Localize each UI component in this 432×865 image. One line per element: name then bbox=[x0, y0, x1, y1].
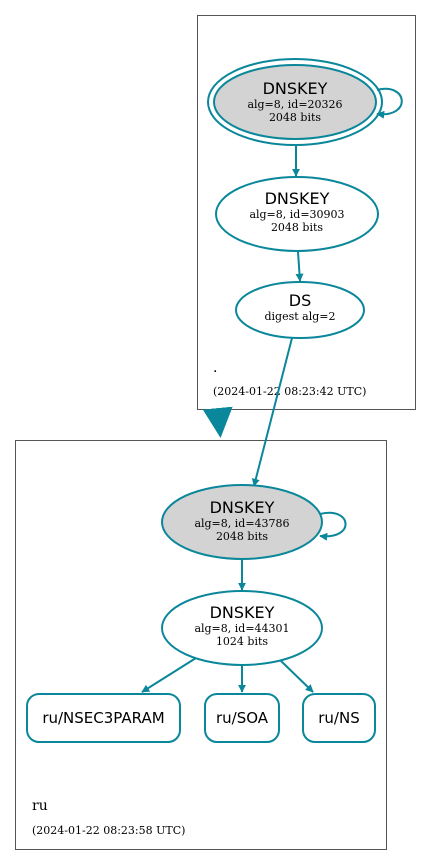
node-root-zsk-shape bbox=[215, 176, 379, 252]
edge-ru-zsk-to-ns bbox=[279, 659, 314, 693]
node-root-ds[interactable]: DS digest alg=2 bbox=[235, 281, 365, 339]
delegation-arrow bbox=[202, 406, 233, 438]
record-ns[interactable]: ru/NS bbox=[302, 693, 376, 743]
node-root-ksk[interactable]: DNSKEY alg=8, id=20326 2048 bits bbox=[207, 58, 383, 146]
zone-root-timestamp: (2024-01-22 08:23:42 UTC) bbox=[213, 385, 366, 398]
record-soa-shape bbox=[204, 693, 280, 743]
node-ru-ksk-shape bbox=[161, 484, 323, 560]
record-soa[interactable]: ru/SOA bbox=[204, 693, 280, 743]
node-root-zsk-size: 2048 bits bbox=[271, 221, 323, 234]
record-ns-label: ru/NS bbox=[318, 709, 359, 727]
zone-ru-border bbox=[15, 440, 387, 850]
node-root-zsk-params: alg=8, id=30903 bbox=[249, 208, 344, 221]
record-nsec3param[interactable]: ru/NSEC3PARAM bbox=[26, 693, 181, 743]
zone-root-name: . bbox=[213, 360, 217, 376]
node-root-ksk-size: 2048 bits bbox=[269, 111, 321, 124]
node-root-ksk-shape bbox=[213, 64, 377, 140]
node-ru-zsk[interactable]: DNSKEY alg=8, id=44301 1024 bits bbox=[161, 590, 323, 666]
node-root-ksk-params: alg=8, id=20326 bbox=[247, 98, 342, 111]
node-root-ksk-outer-ring bbox=[207, 58, 383, 146]
node-ru-zsk-params: alg=8, id=44301 bbox=[194, 622, 289, 635]
node-root-zsk[interactable]: DNSKEY alg=8, id=30903 2048 bits bbox=[215, 176, 379, 252]
node-ru-zsk-shape bbox=[161, 590, 323, 666]
edge-ru-ksk-self-loop bbox=[319, 511, 347, 541]
edges bbox=[141, 87, 403, 693]
node-root-zsk-title: DNSKEY bbox=[265, 189, 330, 208]
edge-ru-zsk-to-nsec3param bbox=[141, 657, 197, 693]
edge-root-ds-to-ru-ksk bbox=[251, 337, 293, 487]
zone-ru: ru (2024-01-22 08:23:58 UTC) bbox=[15, 440, 387, 850]
zone-root-border bbox=[197, 15, 416, 410]
node-ru-ksk-size: 2048 bits bbox=[216, 530, 268, 543]
node-root-ds-shape bbox=[235, 281, 365, 339]
zone-root: . (2024-01-22 08:23:42 UTC) bbox=[197, 15, 416, 410]
node-root-ksk-title: DNSKEY bbox=[263, 79, 328, 98]
node-root-ds-digest: digest alg=2 bbox=[264, 310, 335, 323]
record-nsec3param-shape bbox=[26, 693, 181, 743]
node-ru-ksk-title: DNSKEY bbox=[210, 498, 275, 517]
record-soa-label: ru/SOA bbox=[216, 709, 269, 727]
node-root-ds-title: DS bbox=[289, 291, 311, 310]
zone-ru-name: ru bbox=[32, 798, 48, 814]
node-ru-ksk[interactable]: DNSKEY alg=8, id=43786 2048 bits bbox=[161, 484, 323, 560]
zone-ru-timestamp: (2024-01-22 08:23:58 UTC) bbox=[32, 824, 185, 837]
edge-root-zsk-to-ds bbox=[295, 251, 304, 282]
record-ns-shape bbox=[302, 693, 376, 743]
edge-root-ksk-self-loop bbox=[376, 87, 403, 119]
node-ru-zsk-size: 1024 bits bbox=[216, 635, 268, 648]
record-nsec3param-label: ru/NSEC3PARAM bbox=[42, 709, 164, 727]
node-ru-zsk-title: DNSKEY bbox=[210, 603, 275, 622]
node-ru-ksk-params: alg=8, id=43786 bbox=[194, 517, 289, 530]
